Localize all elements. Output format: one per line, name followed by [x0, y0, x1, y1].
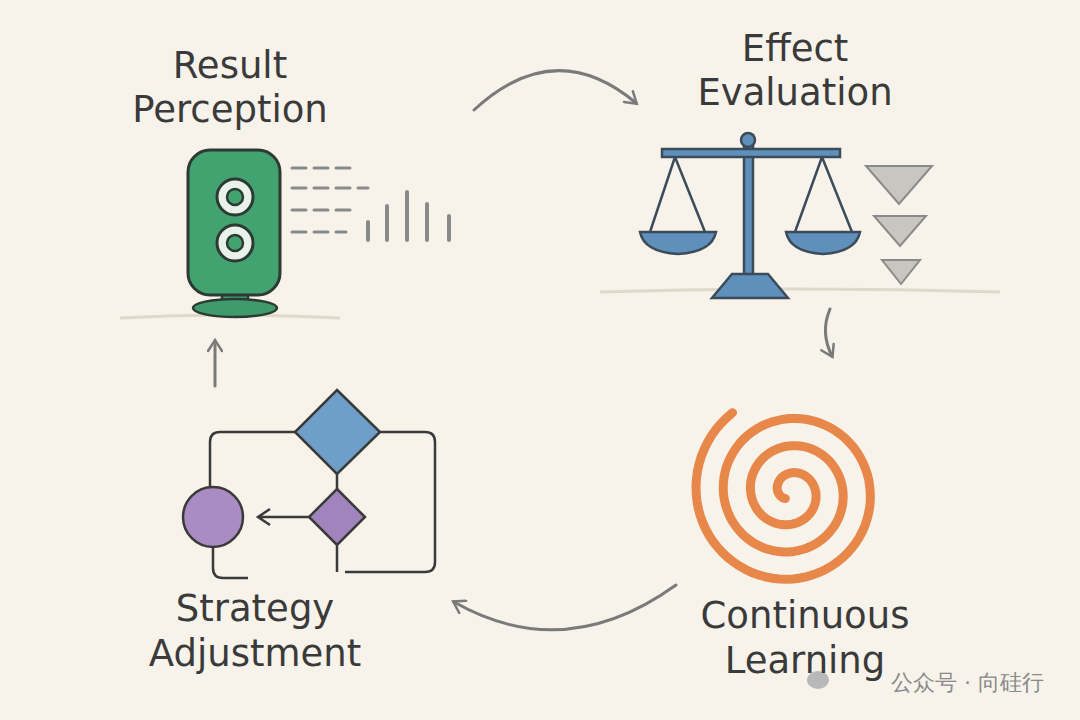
cycle-arrow	[454, 585, 676, 630]
ranking-triangles	[866, 166, 932, 284]
perception-stage: Result Perception	[120, 40, 470, 335]
stage-label: Strategy Adjustment	[149, 587, 361, 676]
balance-scale	[640, 133, 860, 298]
watermark: 公众号 · 向硅行	[891, 668, 1044, 698]
cycle-arrow	[474, 71, 636, 110]
stage-label: Effect Evaluation	[697, 27, 892, 116]
cycle-arrow	[214, 341, 217, 386]
learning-spiral	[696, 413, 870, 580]
flowchart-icon	[183, 390, 435, 578]
evaluation-stage: Effect Evaluation	[640, 25, 940, 305]
stage-label: Continuous Learning	[701, 594, 910, 683]
cycle-arrow	[825, 309, 832, 356]
stage-label: Result Perception	[132, 44, 328, 133]
signal-bars	[292, 168, 449, 240]
adjustment-stage: Strategy Adjustment	[140, 390, 450, 690]
sensor-icon	[188, 150, 280, 317]
learning-stage: Continuous Learning	[680, 360, 930, 695]
